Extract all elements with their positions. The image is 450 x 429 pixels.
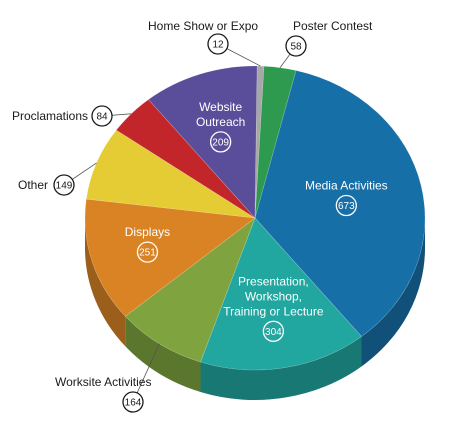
value-badge-poster-contest [285,35,307,57]
slice-label-poster-contest: Poster Contest [293,19,373,33]
value-badge-other [53,174,75,196]
slice-label-other: Other [18,178,48,192]
slice-value-proclamations: 84 [96,112,108,123]
slice-label-presentation-workshop-training-or-lecture-line-1: Presentation, [238,274,309,288]
slice-label-presentation-workshop-training-or-lecture-line-2: Workshop, [245,289,302,303]
slice-label-worksite-activities: Worksite Activities [55,375,151,389]
pie-slice-website-outreach [148,65,258,219]
slice-value-displays: 251 [139,248,156,259]
value-badge-proclamations [91,105,113,127]
value-badge-media-activities [335,194,357,217]
slice-value-other: 149 [56,181,73,192]
pie-side-worksite-activities [125,316,201,392]
slice-label-presentation-workshop-training-or-lecture-line-3: Training or Lecture [223,304,324,318]
pie-side-media-activities [361,218,425,367]
value-badge-home-show-or-expo [207,33,229,55]
slice-value-presentation-workshop-training-or-lecture: 304 [265,327,282,338]
pie-top-layer [84,65,426,371]
pie-slice-media-activities [254,70,426,337]
leader-line-worksite-activities [132,343,160,403]
value-badge-displays [136,241,159,263]
slice-label-media-activities: Media Activities [305,179,388,193]
pie-slice-displays [84,198,256,317]
pie-side-displays [85,218,126,347]
pie-side-presentation-workshop-training-or-lecture [200,336,362,401]
pie-slice-worksite-activities [124,217,256,363]
slice-value-home-show-or-expo: 12 [212,40,224,51]
slice-label-website-outreach-line-1: Website [199,100,242,114]
pie-slice-proclamations [115,99,256,219]
slice-value-media-activities: 673 [338,201,355,212]
leader-lines [63,43,297,403]
slice-label-home-show-or-expo: Home Show or Expo [148,19,258,33]
pie-slice-poster-contest [254,65,297,219]
pie-depth-layer [85,218,425,401]
slice-value-worksite-activities: 164 [125,398,142,409]
value-badge-website-outreach [209,131,232,153]
slice-label-proclamations: Proclamations [12,109,88,123]
slice-label-website-outreach-line-2: Outreach [196,115,245,129]
pie-slice-presentation-workshop-training-or-lecture [200,217,362,371]
value-badge-worksite-activities [122,391,144,413]
value-badge-presentation-workshop-training-or-lecture [262,320,285,342]
slice-value-poster-contest: 58 [290,42,302,53]
slice-value-website-outreach: 209 [212,137,229,148]
slice-label-displays: Displays [125,225,170,239]
